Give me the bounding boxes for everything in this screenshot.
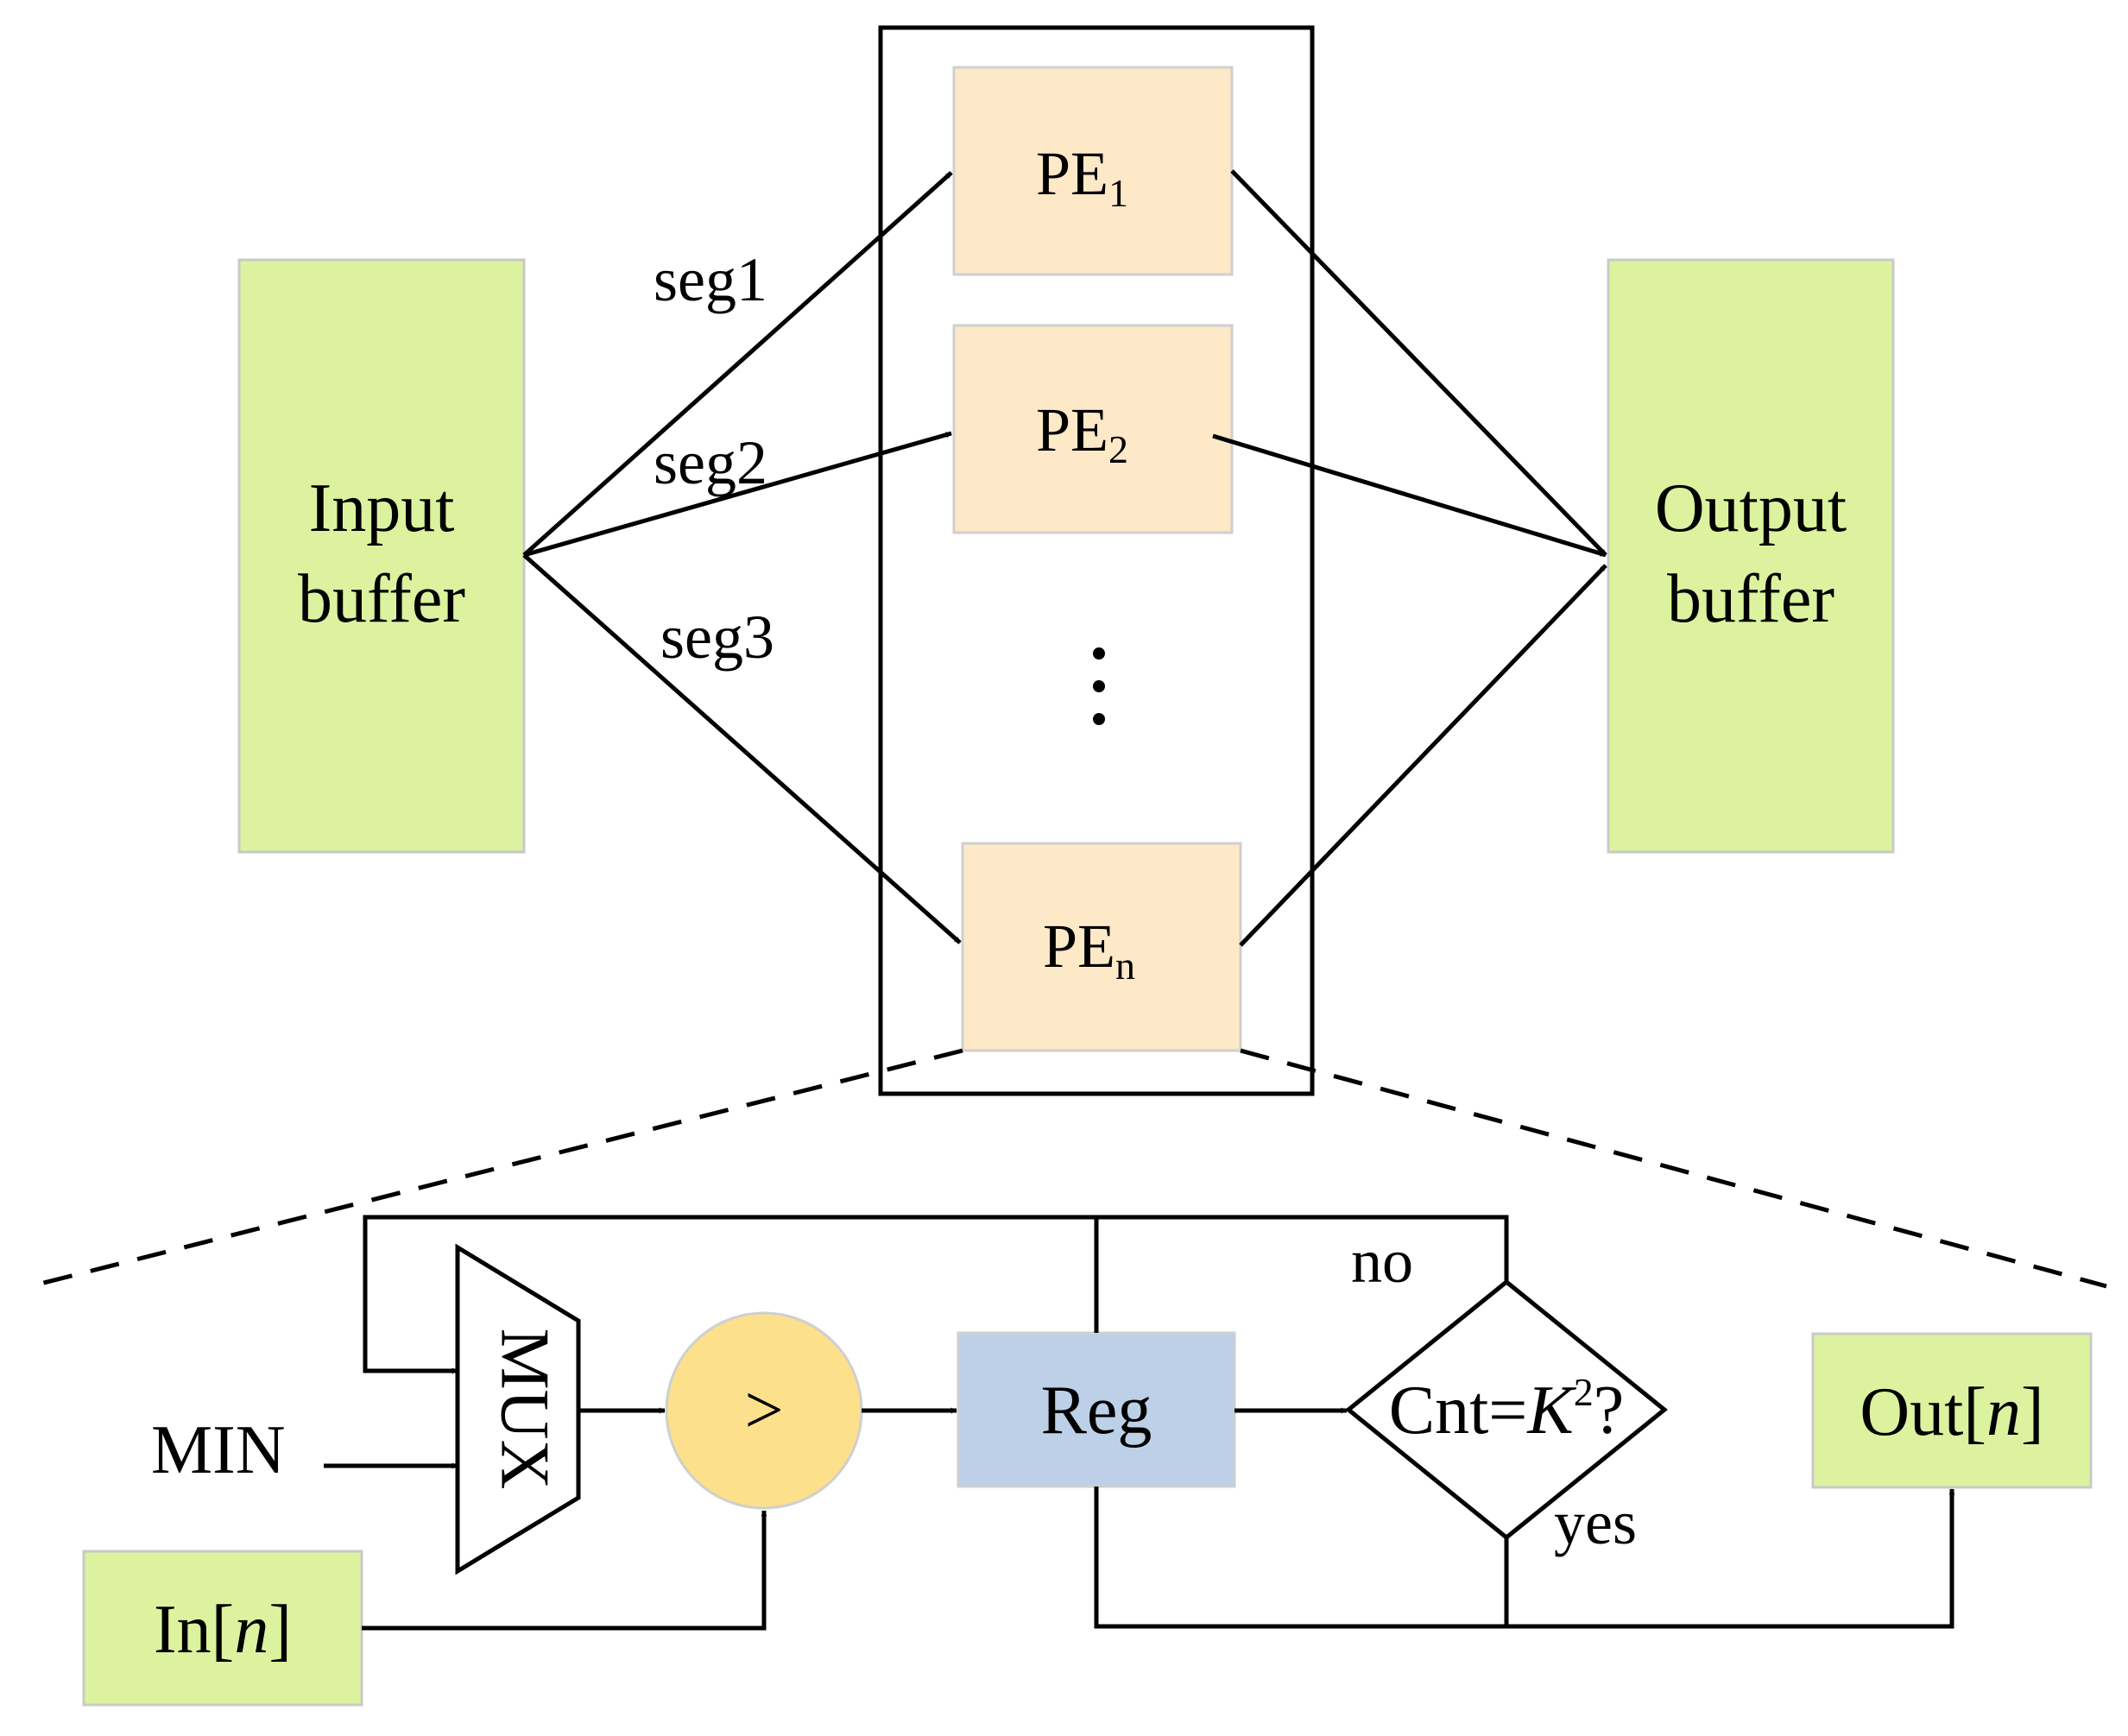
input-buffer-label-line1: Input <box>309 470 455 546</box>
output-label: Out[n] <box>1860 1374 2043 1450</box>
no-label: no <box>1351 1227 1413 1296</box>
arrow-seg1 <box>522 171 953 557</box>
pe-2-label: PE2 <box>1036 395 1128 471</box>
feedback-reg-to-mux <box>363 1215 1099 1374</box>
pe-2-block: PE2 <box>952 324 1234 534</box>
seg3-label: seg3 <box>660 603 774 672</box>
zoom-line-left <box>29 1048 963 1289</box>
reg-label: Reg <box>1041 1373 1152 1449</box>
mux-label: MUX <box>487 1329 563 1490</box>
arrow-seg2 <box>523 431 952 558</box>
input-block: In[n] <box>82 1550 363 1707</box>
output-buffer-label-line2: buffer <box>1667 561 1834 637</box>
mux-block: MUX <box>455 1243 581 1575</box>
arrow-input-comparator <box>362 1510 767 1631</box>
seg2-label: seg2 <box>654 428 767 497</box>
arrow-seg3 <box>522 553 962 944</box>
arrow-reg-output <box>1094 1487 1955 1629</box>
output-block: Out[n] <box>1811 1332 2093 1489</box>
arrow-pen-out <box>1239 564 1607 947</box>
pe-ellipsis <box>1093 647 1105 725</box>
reg-block: Reg <box>957 1331 1236 1488</box>
pe-n-label: PEn <box>1043 912 1135 988</box>
decision-block: Cnt=K2? <box>1345 1278 1668 1541</box>
pe-array-frame <box>878 25 1315 1096</box>
output-buffer: Output buffer <box>1607 258 1895 854</box>
seg1-label: seg1 <box>654 245 767 314</box>
decision-label: Cnt=K2? <box>1389 1370 1625 1449</box>
pe-n-block: PEn <box>961 842 1242 1052</box>
input-label: In[n] <box>154 1592 292 1668</box>
arrow-pe2-out <box>1212 433 1607 558</box>
arrow-pe1-out <box>1230 169 1607 557</box>
zoom-line-right <box>1240 1048 2107 1289</box>
output-buffer-label-line1: Output <box>1655 470 1847 546</box>
comparator-label: > <box>744 1373 783 1449</box>
pe-1-label: PE1 <box>1036 139 1128 215</box>
comparator-block: > <box>665 1311 863 1510</box>
input-buffer: Input buffer <box>237 258 526 854</box>
no-branch-line <box>1096 1215 1509 1282</box>
yes-label: yes <box>1554 1488 1637 1557</box>
pe-1-block: PE1 <box>952 66 1234 276</box>
input-buffer-label-line2: buffer <box>298 561 465 637</box>
min-label: MIN <box>151 1412 286 1488</box>
